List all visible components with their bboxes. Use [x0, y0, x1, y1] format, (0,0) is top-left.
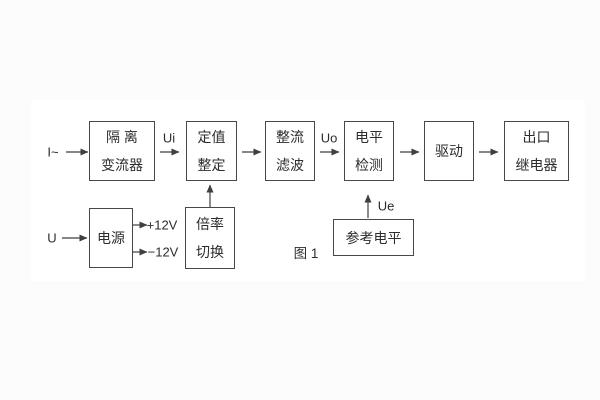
- plus-12v-rail-label: +12V: [146, 217, 178, 233]
- block-label: 切换: [196, 244, 224, 260]
- current-input-label: I~: [47, 144, 59, 160]
- block-label: 整流: [276, 129, 304, 145]
- block-output-relay: 出口 继电器: [504, 121, 569, 181]
- voltage-input-label: U: [47, 230, 57, 246]
- block-label: 参考电平: [345, 229, 402, 246]
- block-label: 检测: [355, 157, 383, 173]
- block-ratio-switch: 倍率 切换: [185, 207, 235, 269]
- block-label: 继电器: [515, 157, 558, 173]
- block-reference-level: 参考电平: [333, 219, 414, 256]
- block-label: 变流器: [101, 157, 143, 173]
- block-setting-adjust: 定值 整定: [186, 121, 237, 181]
- block-label: 出口: [522, 129, 551, 145]
- block-label: 隔 离: [106, 129, 138, 145]
- block-power-supply: 电源: [89, 208, 133, 268]
- signal-label-uo: Uo: [320, 130, 338, 146]
- block-label: 电平: [355, 129, 383, 145]
- block-label: 整定: [197, 157, 226, 173]
- signal-label-ui: Ui: [162, 130, 176, 146]
- figure-caption: 图 1: [293, 246, 319, 261]
- block-driver: 驱动: [424, 121, 474, 181]
- block-level-detector: 电平 检测: [344, 121, 394, 181]
- block-label: 滤波: [276, 157, 304, 173]
- minus-12v-rail-label: −12V: [147, 244, 179, 260]
- block-label: 驱动: [435, 143, 463, 159]
- block-label: 倍率: [196, 216, 224, 232]
- block-label: 电源: [97, 230, 125, 246]
- block-isolation-transformer: 隔 离 变流器: [89, 121, 155, 181]
- block-rectifier-filter: 整流 滤波: [265, 121, 315, 181]
- block-label: 定值: [197, 129, 226, 145]
- signal-label-ue: Ue: [377, 198, 395, 214]
